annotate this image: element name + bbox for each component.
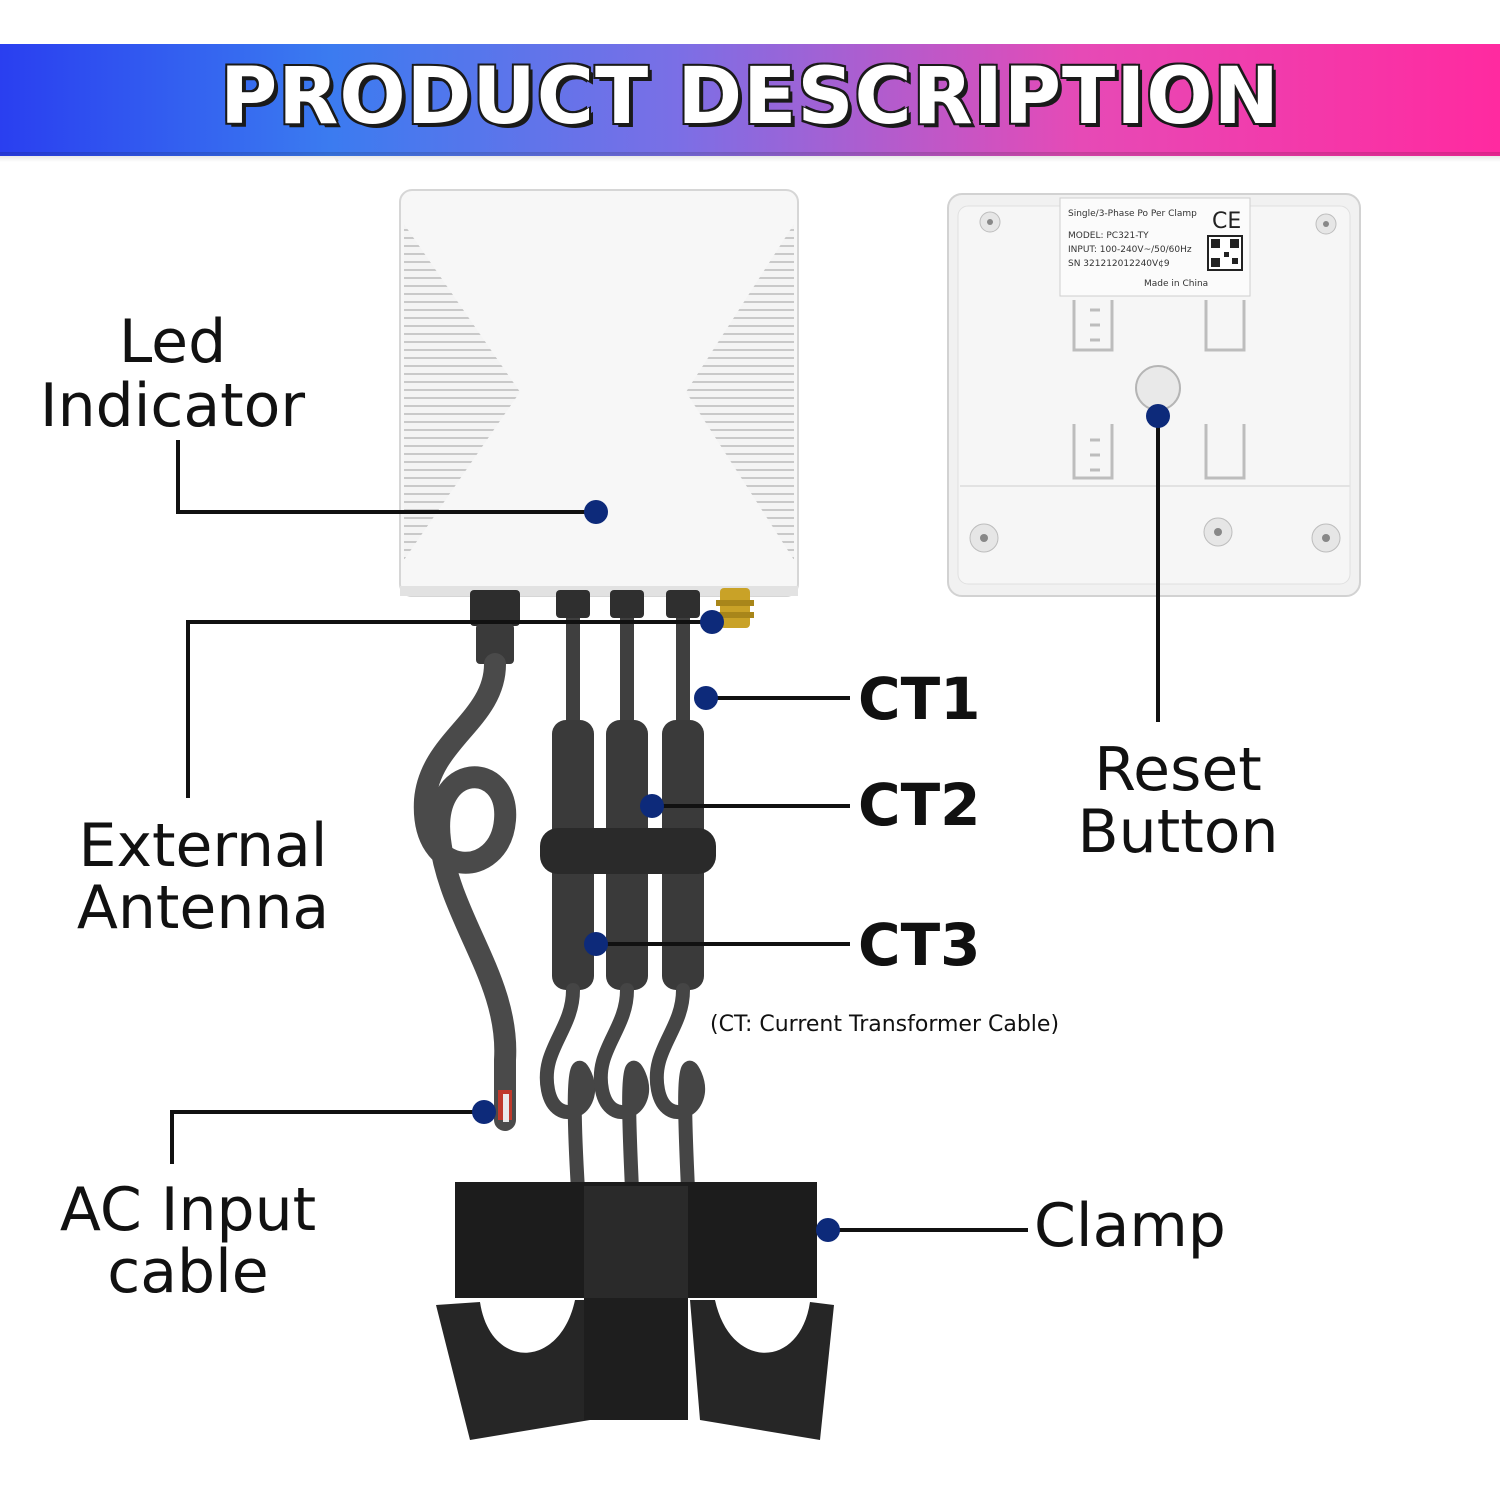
clamp-dot [816,1218,840,1242]
ac-label-line2: cable [107,1237,269,1307]
ct-footnote: (CT: Current Transformer Cable) [710,1012,1060,1037]
antenna-label-line1: External [78,811,328,881]
qr-code-icon [1207,235,1243,271]
banner-shadow [0,152,1500,162]
ct3-label: CT3 [858,911,981,979]
clamps [436,1182,834,1440]
antenna-line [186,620,712,798]
reset-button-label: Reset Button [1060,740,1296,862]
right-vent-grille [686,224,794,560]
ct3-dot [584,932,608,956]
reset-dot [1146,404,1170,428]
ct2-label: CT2 [858,771,981,839]
led-label-line2: Indicator [39,371,306,441]
ac-input-cable [413,590,520,1131]
reset-label-line1: Reset [1094,735,1262,805]
external-antenna-label: External Antenna [58,816,348,938]
ct-cables [539,590,716,1197]
reset-button-hole [1135,365,1181,411]
device-label-line3: INPUT: 100-240V~/50/60Hz [1068,245,1192,255]
main-device [399,189,799,597]
left-vent-grille [404,224,520,560]
back-device: Single/3-Phase Po Per Clamp MODEL: PC321… [947,193,1361,597]
ac-dot [472,1100,496,1124]
device-label-line5: Made in China [1144,279,1208,289]
ac-line [170,1110,484,1164]
clamp-label: Clamp [1034,1191,1226,1261]
ac-input-cable-label: AC Input cable [40,1180,336,1302]
device-label-line2: MODEL: PC321-TY [1068,231,1149,241]
ct1-dot [694,686,718,710]
device-label-line4: SN 321212012240V¢9 [1068,259,1170,269]
ct2-dot [640,794,664,818]
callout-dots [472,404,1170,1242]
led-line [176,440,596,514]
led-indicator-label: Led Indicator [20,312,325,436]
reset-label-line2: Button [1077,797,1279,867]
device-label-line1: Single/3-Phase Po Per Clamp [1068,209,1197,219]
antenna-label-line2: Antenna [76,873,330,943]
ce-mark: CE [1212,209,1241,234]
callout-lines [170,416,1160,1232]
led-dot [584,500,608,524]
ac-label-line1: AC Input [59,1175,317,1245]
page-title: PRODUCT DESCRIPTION [220,52,1280,142]
ct1-label: CT1 [858,665,981,733]
mounting-clips [1072,300,1246,480]
title-banner: PRODUCT DESCRIPTION [0,44,1500,156]
antenna-connector [716,588,754,628]
led-label-line1: Led [118,307,227,377]
antenna-dot [700,610,724,634]
